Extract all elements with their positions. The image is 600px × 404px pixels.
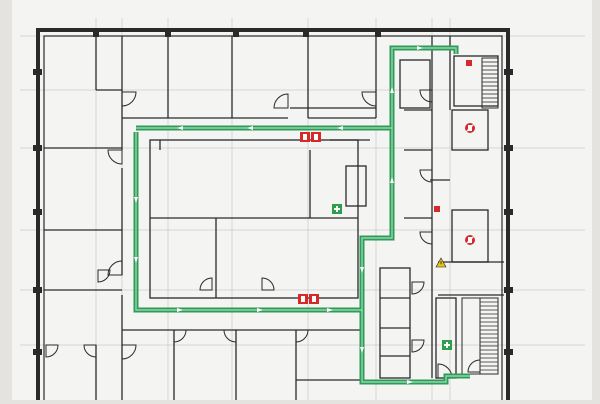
route-arrow [177,126,183,130]
route-arrow [257,308,263,312]
column [504,209,513,215]
column [504,287,513,293]
paper-sheet [12,0,592,400]
door-swing [121,91,137,107]
door-swing [121,344,137,360]
door-swing [173,329,187,343]
door-swings [45,89,481,379]
fire-extinguisher-icon [466,60,472,66]
warning-sign [435,257,447,268]
route-arrow [417,46,423,50]
door-swing [411,281,425,295]
escape-route-arrows [134,46,423,384]
column [375,28,381,37]
door-swing [97,269,111,283]
route-arrow [337,126,343,130]
door-swing [273,93,289,109]
column [33,69,42,75]
door-swing [419,89,433,103]
door-swing [411,339,425,353]
route-arrow [390,177,394,183]
door-swing [295,329,309,343]
door-swing [45,344,59,358]
column [33,145,42,151]
fire-extinguisher-sign [298,294,319,304]
route-arrow [390,87,394,93]
column [93,28,99,37]
door-swing [419,169,433,183]
stairwells [461,57,499,375]
no-elevator-sign [465,235,475,245]
wall-columns [33,28,513,355]
no-elevator-sign [465,123,475,133]
column [504,69,513,75]
route-arrow [407,380,413,384]
door-swing [107,149,123,165]
fire-extinguisher-sign [300,132,321,142]
column [504,145,513,151]
column [233,28,239,37]
stair-flight [481,57,499,109]
column [33,209,42,215]
escape-route-highlight [136,127,393,312]
route-arrow [360,347,364,353]
door-swing [83,344,97,358]
first-aid-sign [442,340,452,350]
door-swing [107,260,123,276]
door-swing [361,91,377,107]
door-swing [419,231,433,245]
safety-signs [298,60,475,350]
door-swing [261,277,275,291]
first-aid-sign [332,204,342,214]
column [33,349,42,355]
door-swing [199,277,213,291]
column [303,28,309,37]
route-arrow [327,308,333,312]
door-swing [223,329,237,343]
route-arrow [360,267,364,273]
column [165,28,171,37]
route-arrow [134,197,138,203]
route-arrow [247,126,253,130]
column [504,349,513,355]
fire-extinguisher-icon [434,206,440,212]
route-arrow [134,257,138,263]
column [33,287,42,293]
route-arrow [177,308,183,312]
